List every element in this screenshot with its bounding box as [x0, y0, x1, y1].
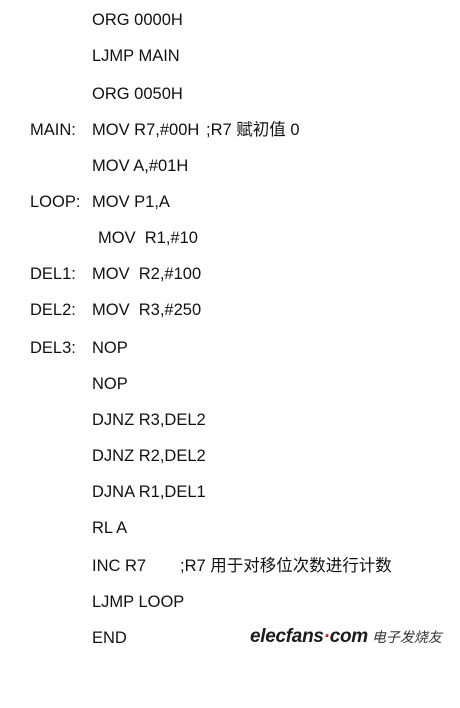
instruction: MOV A,#01H [92, 157, 189, 175]
code-line: ORG 0000H [0, 6, 183, 34]
code-label: LOOP: [30, 193, 81, 211]
code-label: MAIN: [30, 121, 76, 139]
code-line: LJMP MAIN [0, 42, 180, 70]
code-line: MOV A,#01H [0, 152, 188, 180]
code-line: DJNA R1,DEL1 [0, 478, 206, 506]
instruction: ORG 0000H [92, 11, 183, 29]
instruction: NOP [92, 375, 128, 393]
code-line: END [0, 624, 127, 652]
instruction: MOV R7,#00H [92, 121, 200, 139]
instruction: RL A [92, 519, 128, 537]
code-comment: ;R7 用于对移位次数进行计数 [180, 557, 392, 575]
instruction: INC R7 [92, 557, 147, 575]
code-line: DEL1: MOV R2,#100 [0, 260, 201, 288]
instruction: LJMP LOOP [92, 593, 185, 611]
code-line: NOP [0, 370, 128, 398]
code-line: DJNZ R3,DEL2 [0, 406, 206, 434]
code-label: DEL1: [30, 265, 76, 283]
watermark-brand: elecfans·com [250, 626, 368, 647]
instruction: LJMP MAIN [92, 47, 180, 65]
code-label: DEL2: [30, 301, 76, 319]
code-line: LOOP: MOV P1,A [0, 188, 170, 216]
code-line: RL A [0, 514, 127, 542]
instruction: DJNZ R2,DEL2 [92, 447, 206, 465]
code-line: LJMP LOOP [0, 588, 184, 616]
instruction: NOP [92, 339, 128, 357]
code-line: ORG 0050H [0, 80, 183, 108]
watermark-chinese: 电子发烧友 [371, 630, 442, 646]
instruction: MOV R2,#100 [92, 265, 202, 283]
code-line: MOV R1,#10 [0, 224, 198, 252]
instruction: MOV P1,A [92, 193, 170, 211]
code-line: DEL3: NOP [0, 334, 128, 362]
code-line: INC R7 ;R7 用于对移位次数进行计数 [0, 552, 392, 580]
instruction: END [92, 629, 127, 647]
code-line: DJNZ R2,DEL2 [0, 442, 206, 470]
instruction: ORG 0050H [92, 85, 183, 103]
code-line: DEL2: MOV R3,#250 [0, 296, 201, 324]
assembly-listing: ORG 0000H LJMP MAIN ORG 0050H MAIN: MOV … [0, 6, 392, 652]
instruction: DJNA R1,DEL1 [92, 483, 206, 501]
instruction: MOV R1,#10 [98, 229, 198, 247]
instruction: DJNZ R3,DEL2 [92, 411, 206, 429]
code-line: MAIN: MOV R7,#00H ;R7 赋初值 0 [0, 116, 300, 144]
code-label: DEL3: [30, 339, 76, 357]
instruction: MOV R3,#250 [92, 301, 202, 319]
code-comment: ;R7 赋初值 0 [206, 121, 300, 139]
